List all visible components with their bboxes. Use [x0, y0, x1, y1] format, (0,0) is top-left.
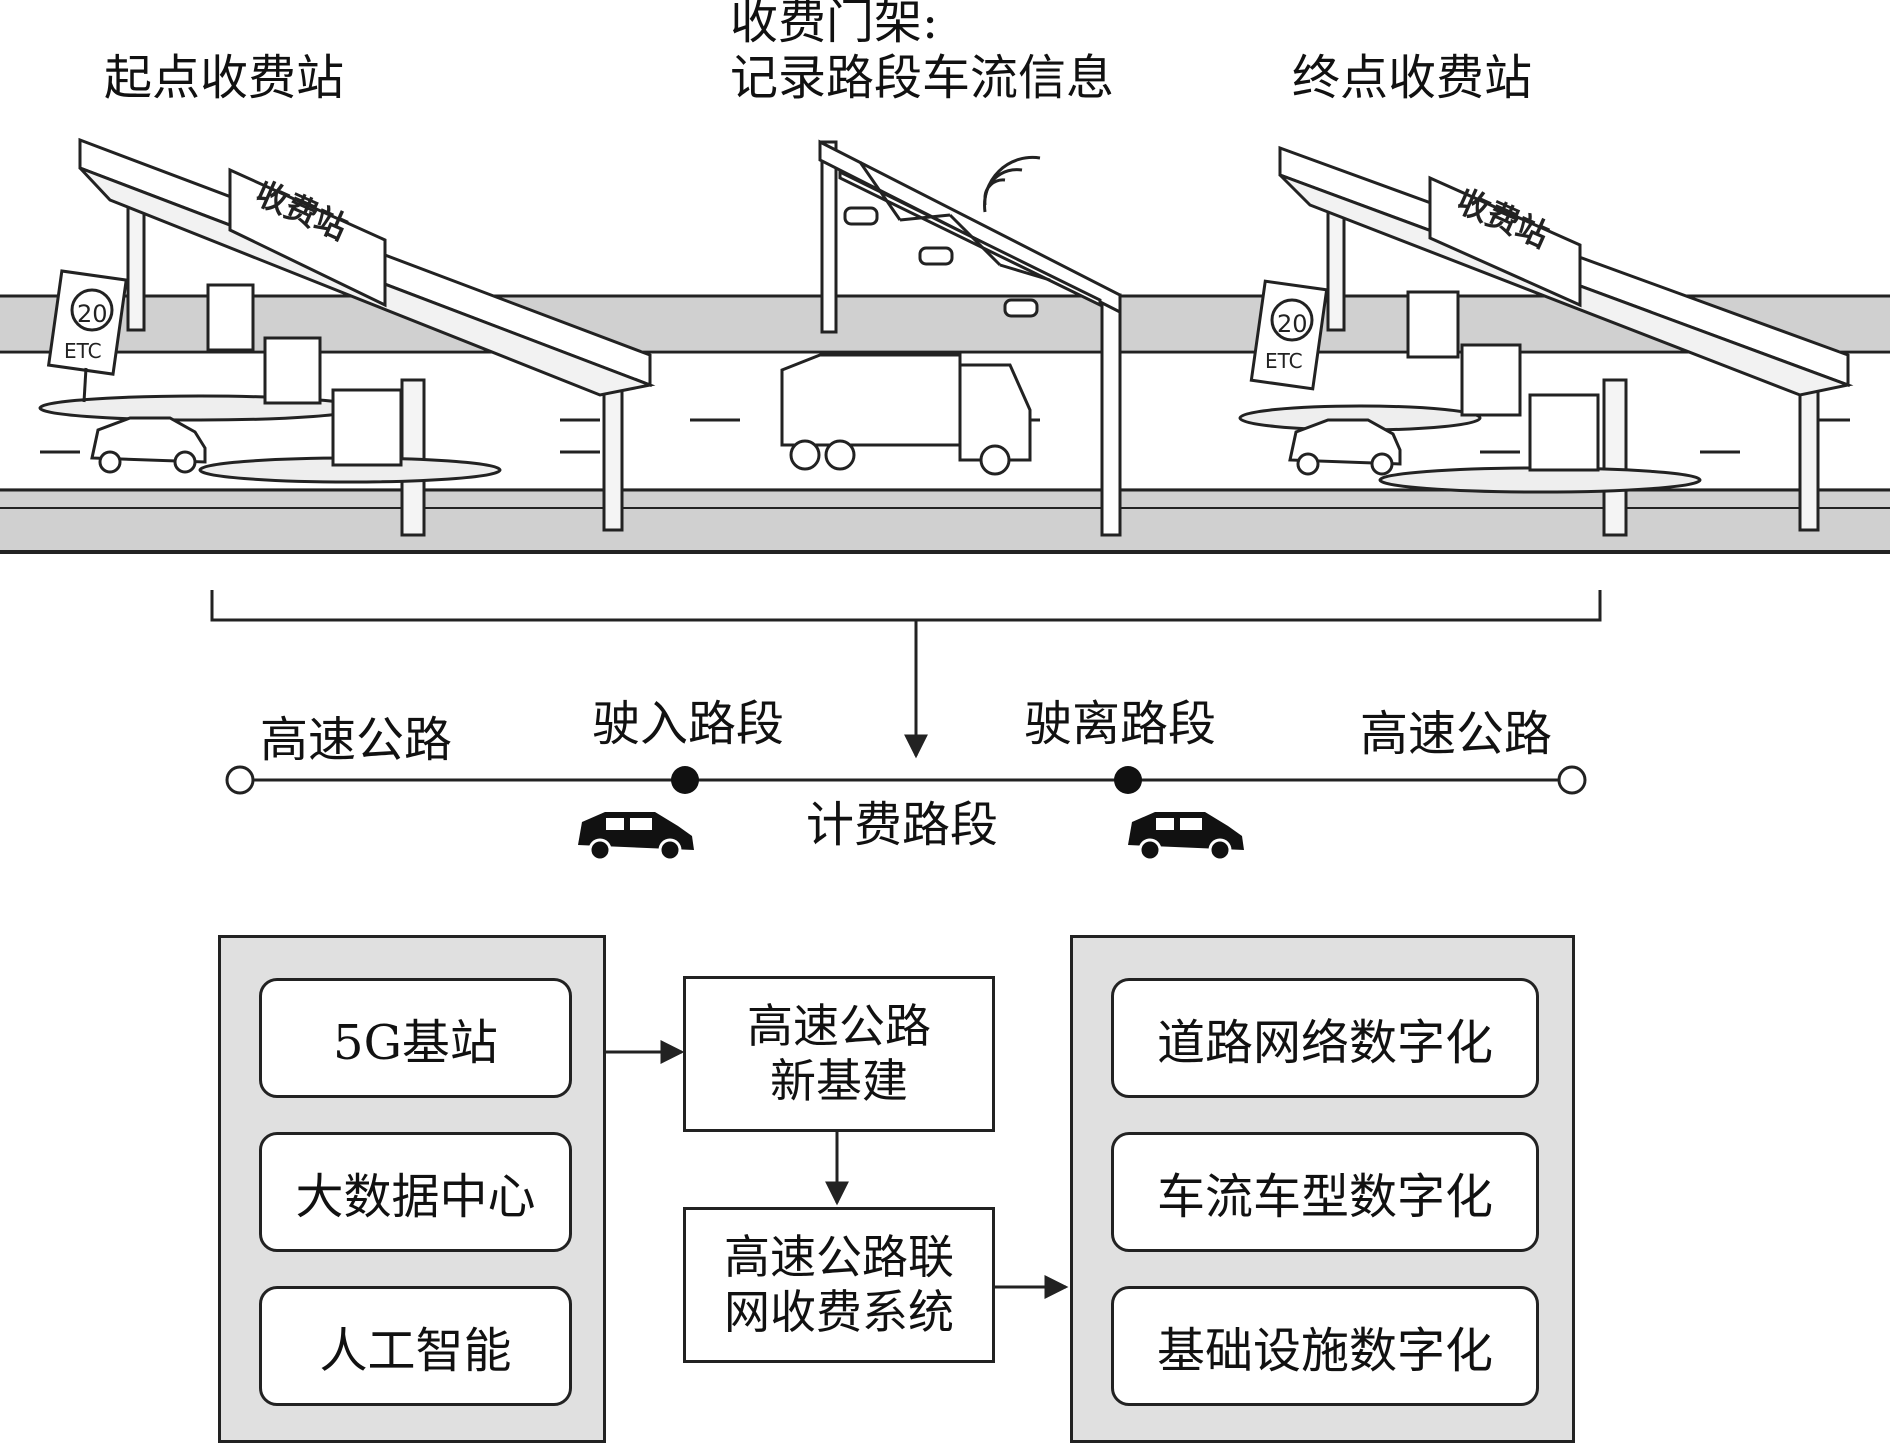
technology-panel: 5G基站 大数据中心 人工智能 — [218, 935, 606, 1443]
highway-right-label: 高速公路 — [1360, 706, 1553, 762]
highway-start-node — [225, 765, 255, 795]
tech-item-label: 人工智能 — [319, 1323, 512, 1379]
truck-icon — [780, 353, 1032, 476]
highway-end-node — [1557, 765, 1587, 795]
start-toll-station — [38, 137, 656, 537]
flow-arrows — [605, 1040, 1069, 1299]
outcome-label: 基础设施数字化 — [1156, 1323, 1493, 1379]
toll-system-line1: 高速公路联 — [724, 1229, 954, 1284]
entry-segment-label: 驶入路段 — [592, 696, 785, 752]
digitization-panel: 道路网络数字化 车流车型数字化 基础设施数字化 — [1070, 935, 1575, 1443]
gantry-title-label: 收费门架: — [730, 0, 939, 50]
car-icon-exit — [1128, 812, 1244, 862]
outcome-label: 道路网络数字化 — [1156, 1015, 1493, 1071]
start-station-label: 起点收费站 — [104, 50, 345, 106]
highway-left-label: 高速公路 — [260, 712, 453, 768]
toll-system-box: 高速公路联 网收费系统 — [683, 1207, 995, 1363]
new-infra-line2: 新基建 — [770, 1054, 908, 1108]
tech-item-label: 5G基站 — [333, 1015, 498, 1071]
gantry-desc-label: 记录路段车流信息 — [730, 50, 1115, 106]
segment-bracket — [210, 590, 1602, 759]
toll-system-line2: 网收费系统 — [724, 1285, 954, 1339]
end-toll-station — [1238, 145, 1854, 537]
billing-segment-line — [225, 765, 1587, 795]
car-icon-entry — [578, 812, 694, 862]
outcome-infrastructure: 基础设施数字化 — [1111, 1286, 1539, 1406]
etc-sign-right: ETC — [1265, 349, 1303, 373]
toll-gantry — [818, 139, 1122, 537]
car-icon-left-station — [90, 416, 207, 474]
etc-sign-left: ETC — [64, 339, 102, 363]
outcome-label: 车流车型数字化 — [1156, 1169, 1493, 1225]
speed-limit-sign-left: 20 — [77, 300, 108, 328]
tech-item-label: 大数据中心 — [295, 1169, 536, 1225]
car-icon-right-station — [1288, 418, 1402, 476]
end-station-label: 终点收费站 — [1292, 50, 1533, 106]
exit-node — [1114, 766, 1142, 794]
billing-segment-label: 计费路段 — [806, 797, 999, 853]
outcome-road-network: 道路网络数字化 — [1111, 978, 1539, 1098]
new-infra-line1: 高速公路 — [747, 998, 931, 1053]
entry-node — [671, 766, 699, 794]
outcome-traffic-vehicle: 车流车型数字化 — [1111, 1132, 1539, 1252]
tech-item-big-data: 大数据中心 — [259, 1132, 572, 1252]
tech-item-5g: 5G基站 — [259, 978, 572, 1098]
tech-item-ai: 人工智能 — [259, 1286, 572, 1406]
new-infrastructure-box: 高速公路 新基建 — [683, 976, 995, 1132]
speed-limit-sign-right: 20 — [1277, 310, 1308, 338]
exit-segment-label: 驶离路段 — [1024, 696, 1217, 752]
